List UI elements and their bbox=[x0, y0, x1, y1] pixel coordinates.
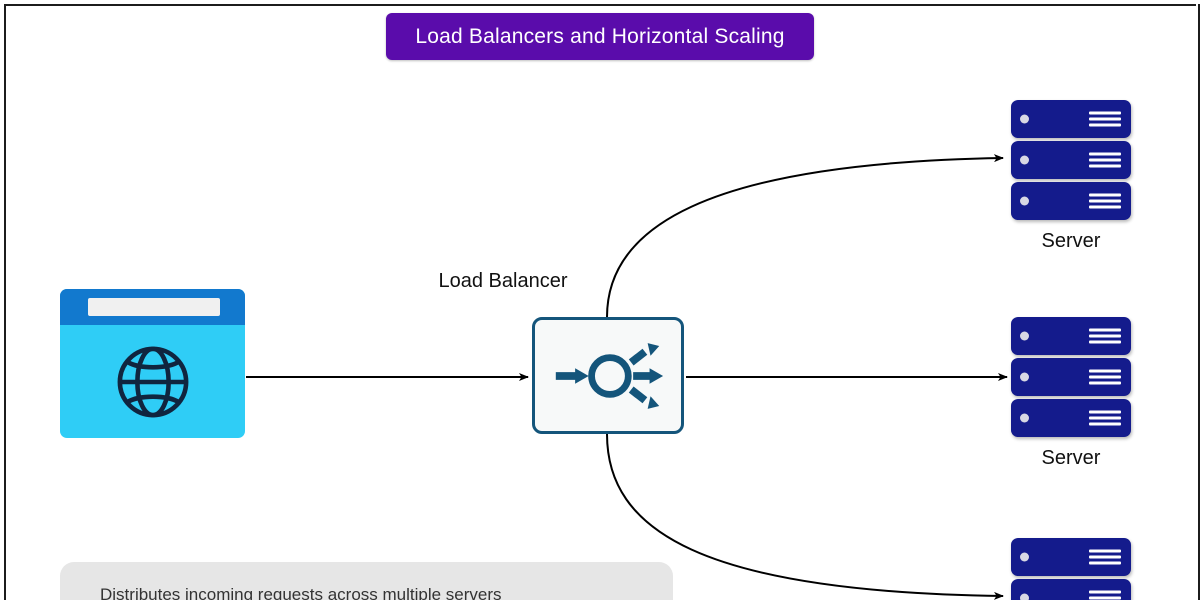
server-slots-icon bbox=[1089, 410, 1121, 426]
server-status-dot bbox=[1020, 331, 1029, 341]
server-slots-icon bbox=[1089, 590, 1121, 600]
server-bar bbox=[1011, 538, 1131, 576]
server-slots-icon bbox=[1089, 193, 1121, 209]
server-group-2-label: Server bbox=[1041, 447, 1101, 469]
server-group-1-label: Server bbox=[1041, 230, 1101, 252]
server-slots-icon bbox=[1089, 369, 1121, 385]
connector-loadbalancer-to-server-1 bbox=[606, 154, 1004, 318]
browser-window-icon bbox=[60, 289, 245, 438]
server-bar bbox=[1011, 358, 1131, 396]
server-bar bbox=[1011, 141, 1131, 179]
page-border-right bbox=[1198, 4, 1200, 600]
server-status-dot bbox=[1020, 155, 1029, 165]
server-group-1[interactable]: Server bbox=[1011, 100, 1131, 253]
server-bar bbox=[1011, 100, 1131, 138]
note-text: Distributes incoming requests across mul… bbox=[100, 585, 502, 600]
server-group-2[interactable]: Server bbox=[1011, 317, 1131, 470]
client-node[interactable] bbox=[60, 289, 245, 438]
server-bar bbox=[1011, 399, 1131, 437]
server-slots-icon bbox=[1089, 549, 1121, 565]
globe-icon bbox=[60, 325, 245, 438]
load-balancer-label: Load Balancer bbox=[438, 270, 568, 292]
server-group-3[interactable] bbox=[1011, 538, 1131, 600]
server-bar bbox=[1011, 579, 1131, 600]
browser-titlebar bbox=[60, 289, 245, 325]
server-status-dot bbox=[1020, 413, 1029, 423]
server-status-dot bbox=[1020, 552, 1029, 562]
note-box: Distributes incoming requests across mul… bbox=[60, 562, 673, 600]
browser-urlbar bbox=[88, 298, 220, 316]
server-status-dot bbox=[1020, 114, 1029, 124]
server-status-dot bbox=[1020, 593, 1029, 600]
server-slots-icon bbox=[1089, 328, 1121, 344]
server-bar bbox=[1011, 317, 1131, 355]
diagram-title-banner: Load Balancers and Horizontal Scaling bbox=[386, 13, 814, 60]
server-slots-icon bbox=[1089, 152, 1121, 168]
server-bar bbox=[1011, 182, 1131, 220]
server-status-dot bbox=[1020, 372, 1029, 382]
load-balancer-node[interactable] bbox=[532, 317, 684, 434]
load-balancer-icon bbox=[555, 342, 664, 409]
diagram-title-text: Load Balancers and Horizontal Scaling bbox=[415, 24, 785, 48]
server-slots-icon bbox=[1089, 111, 1121, 127]
server-status-dot bbox=[1020, 196, 1029, 206]
